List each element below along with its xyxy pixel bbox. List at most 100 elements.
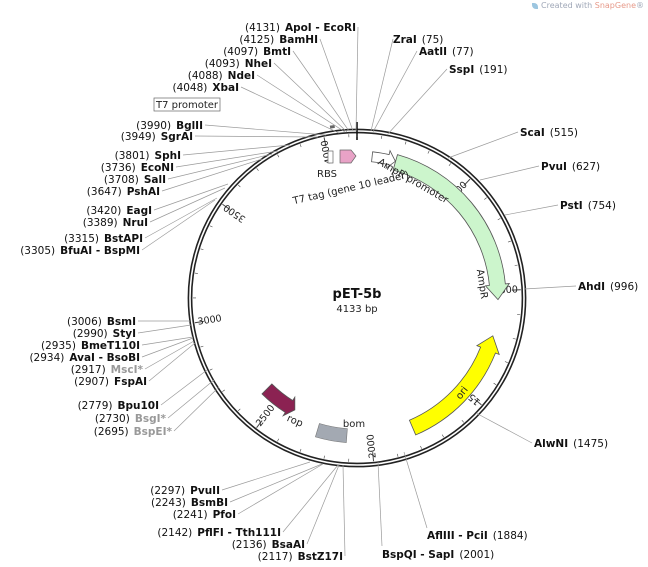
site-name: BspQI - SapI (382, 549, 454, 561)
site-label-left[interactable]: (4048)XbaI (172, 82, 239, 94)
site-label-left[interactable]: (2142)PflFI - Tth111I (157, 527, 281, 539)
site-label-left[interactable]: (2117)BstZ17I (258, 551, 343, 563)
site-label-left[interactable]: (4093)NheI (205, 58, 272, 70)
site-label-left[interactable]: (3389)NruI (83, 217, 148, 229)
site-label-left[interactable]: (3420)EagI (86, 205, 152, 217)
site-label-left[interactable]: (3305)BfuAI - BspMI (20, 245, 140, 257)
minor-tick (277, 438, 280, 442)
site-label-left[interactable]: (2907)FspAI (74, 376, 147, 388)
minor-tick (397, 453, 399, 457)
site-leader (141, 199, 216, 251)
site-label-left[interactable]: (3990)BglII (136, 120, 203, 132)
feature-ori (408, 335, 500, 436)
site-leader (175, 150, 279, 168)
minor-tick (200, 345, 204, 348)
site-label-left[interactable]: (3708)SalI (104, 174, 166, 186)
site-position: (2001) (459, 549, 494, 561)
site-label-left[interactable]: (3006)BsmI (67, 316, 136, 328)
site-label-left[interactable]: (4088)NdeI (188, 70, 255, 82)
site-position: (2730) (95, 413, 130, 425)
site-position: (2907) (74, 376, 109, 388)
site-label-left[interactable]: (2695)BspEI* (94, 426, 173, 438)
site-leader (479, 165, 540, 181)
minor-tick (504, 361, 508, 363)
site-label-right[interactable]: PvuI(627) (541, 161, 600, 173)
site-leader (319, 38, 354, 132)
site-label-left[interactable]: (3736)EcoNI (101, 162, 174, 174)
site-position: (1884) (493, 530, 528, 542)
site-leader (306, 464, 340, 545)
site-label-left[interactable]: (3647)PshAI (87, 186, 160, 198)
site-name: BmeT110I (81, 340, 140, 352)
site-name: AflIII - PciI (427, 530, 488, 542)
feature-rop (261, 383, 296, 417)
site-label-right[interactable]: ZraI (75) (393, 34, 443, 46)
minor-tick (237, 184, 241, 188)
site-leader (221, 461, 311, 491)
site-position: (515) (550, 127, 578, 139)
credit-brand: SnapGene (594, 1, 636, 10)
site-position: (77) (452, 46, 474, 58)
site-leader (273, 62, 348, 133)
site-label-right[interactable]: AlwNI(1475) (534, 438, 608, 450)
ampr-label: AmpR (474, 268, 490, 299)
site-label-left[interactable]: (2779)Bpu10I (78, 400, 159, 412)
major-tick (463, 178, 471, 187)
site-name: ScaI (520, 127, 545, 139)
minor-tick (441, 434, 444, 438)
minor-tick (209, 368, 213, 371)
site-label-left[interactable]: (2297) PvuII (150, 485, 220, 497)
site-label-left[interactable]: (2917)MscI* (71, 364, 144, 376)
site-leader (144, 340, 195, 370)
site-name: BsmBI (191, 497, 228, 509)
site-position: (2695) (94, 426, 129, 438)
snapgene-leaf-icon (532, 3, 539, 9)
site-label-left[interactable]: (2136)BsaAI (232, 539, 305, 551)
site-label-left[interactable]: (3315)BstAPI (64, 233, 143, 245)
site-label-left[interactable]: (2935)BmeT110I (41, 340, 140, 352)
site-leader (204, 124, 327, 136)
major-tick (372, 452, 375, 462)
site-label-left[interactable]: (4097)BmtI (223, 46, 291, 58)
site-label-left[interactable]: (4131)ApoI - EcoRI (245, 22, 356, 34)
plasmid-name: pET-5b (333, 287, 382, 302)
site-label-left[interactable]: (2934)AvaI - BsoBI (29, 352, 140, 364)
site-position: (4097) (223, 46, 258, 58)
site-name: NruI (123, 217, 148, 229)
site-leader (370, 38, 394, 132)
site-label-right[interactable]: AatII(77) (419, 46, 474, 58)
site-label-left[interactable]: (4125)BamHI (239, 34, 318, 46)
site-position: (75) (422, 34, 444, 46)
site-label-right[interactable]: ScaI (515) (520, 127, 578, 139)
site-label-left[interactable]: (2730) BsgI* (95, 413, 167, 425)
site-label-right[interactable]: SspI(191) (449, 64, 507, 76)
major-tick (194, 320, 204, 324)
site-position: (996) (610, 281, 638, 293)
site-leader (161, 158, 263, 192)
site-leader (160, 369, 208, 406)
site-label-right[interactable]: BspQI - SapI (2001) (382, 549, 494, 561)
minor-tick (200, 248, 204, 251)
site-leader (372, 50, 418, 133)
site-name: ZraI (393, 34, 417, 46)
site-name: BsgI* (135, 413, 167, 425)
site-name: EagI (126, 205, 152, 217)
site-leader (386, 68, 448, 136)
site-position: (4048) (172, 82, 207, 94)
site-label-left[interactable]: (3801)SphI (115, 150, 181, 162)
site-label-left[interactable]: (2241)PfoI (173, 509, 236, 521)
site-position: (2297) (150, 485, 185, 497)
site-label-left[interactable]: (2243)BsmBI (151, 497, 228, 509)
ruler-tick-label: 2500 (254, 403, 278, 429)
site-name: AhdI (578, 281, 605, 293)
site-name: PvuII (190, 485, 220, 497)
site-label-left[interactable]: (2990)StyI (73, 328, 136, 340)
site-position: (3305) (20, 245, 55, 257)
site-label-right[interactable]: AhdI (996) (578, 281, 638, 293)
site-label-left[interactable]: (3949)SgrAI (121, 131, 193, 143)
minor-tick (209, 225, 213, 228)
site-label-right[interactable]: PstI(754) (560, 200, 616, 212)
site-label-right[interactable]: AflIII - PciI (1884) (427, 530, 528, 542)
minor-tick (237, 408, 241, 412)
